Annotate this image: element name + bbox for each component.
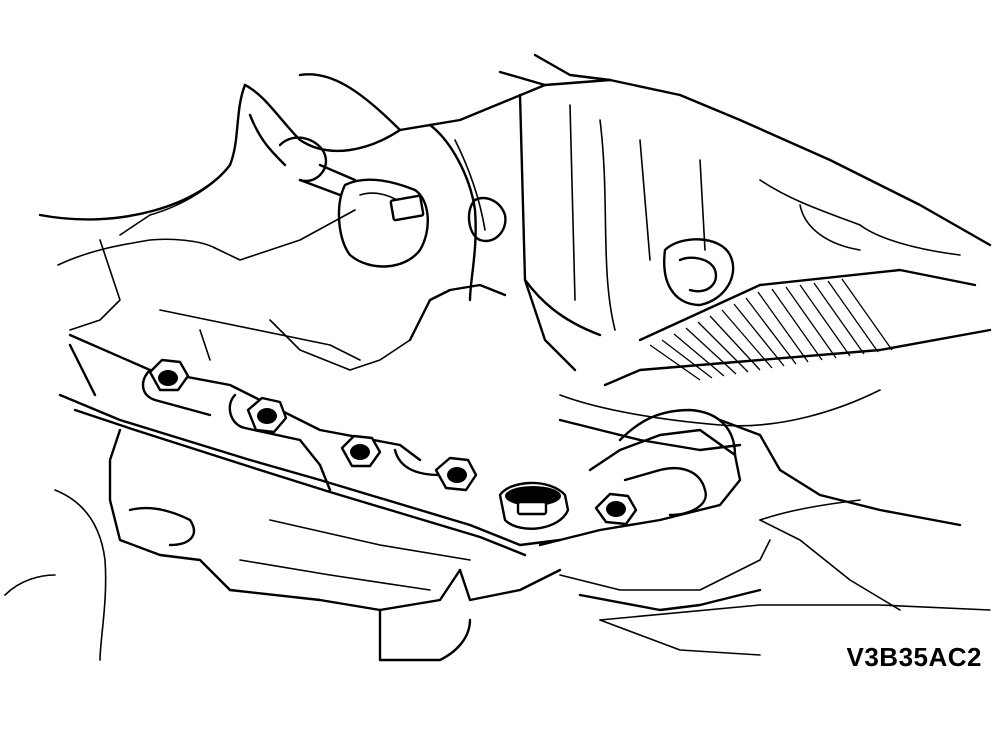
housing-bosses bbox=[278, 123, 735, 307]
pan-bolt bbox=[246, 396, 288, 434]
drain-plug bbox=[498, 481, 570, 530]
oil-pan bbox=[58, 393, 991, 662]
ribbed-case-section bbox=[518, 93, 992, 527]
exhaust-pipe bbox=[4, 489, 107, 661]
pan-bolt bbox=[148, 358, 190, 392]
pan-bolt bbox=[434, 456, 478, 492]
pan-bolts bbox=[148, 358, 638, 526]
engine-housing bbox=[38, 53, 992, 266]
figure-reference-code: V3B35AC2 bbox=[846, 642, 982, 672]
pan-bolt bbox=[594, 492, 638, 526]
pan-bolt bbox=[340, 434, 382, 468]
